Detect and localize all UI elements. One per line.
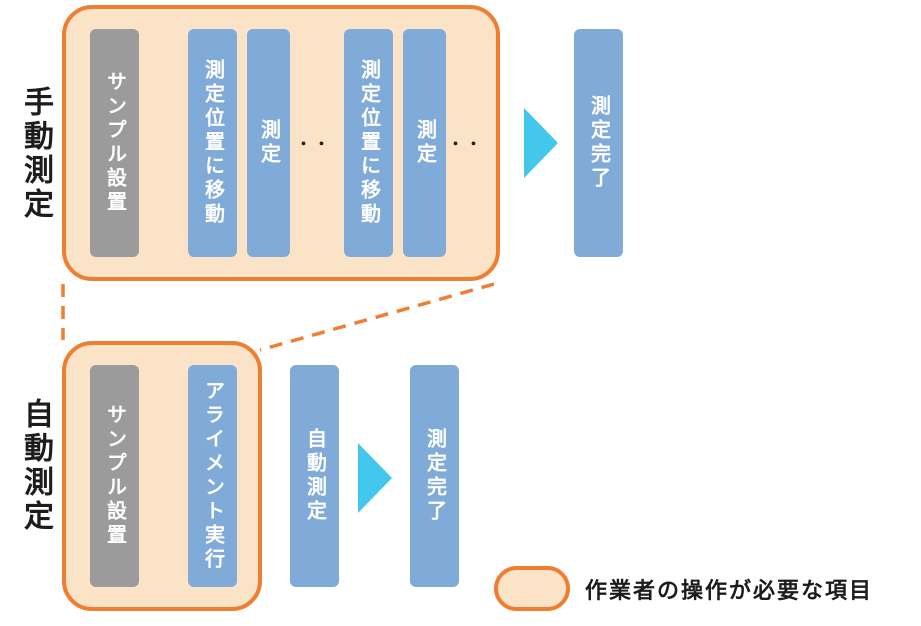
auto-step-alignment: アライメント実行 — [188, 365, 237, 587]
ellipsis-dots-2: ・・ — [448, 135, 485, 153]
auto-step-alignment-label: アライメント実行 — [201, 380, 224, 572]
manual-step-measure-2-label: 測定 — [413, 119, 436, 167]
dashed-connector-right — [259, 282, 495, 352]
manual-step-move-2-label: 測定位置に移動 — [357, 59, 380, 227]
flow-arrow-manual-icon — [524, 108, 558, 178]
manual-measurement-row-label: 手動測定 — [19, 86, 52, 222]
manual-step-measure-2: 測定 — [403, 29, 446, 257]
auto-step-sample-setup-label: サンプル設置 — [103, 404, 126, 548]
manual-step-measure-1: 測定 — [247, 29, 290, 257]
manual-step-measure-1-label: 測定 — [257, 119, 280, 167]
legend-operator-label: 作業者の操作が必要な項目 — [585, 577, 874, 603]
manual-step-move-1-label: 測定位置に移動 — [201, 59, 224, 227]
manual-step-sample-setup-label: サンプル設置 — [103, 71, 126, 215]
manual-step-move-1: 測定位置に移動 — [188, 29, 237, 257]
ellipsis-dots-1: ・・ — [296, 135, 333, 153]
manual-step-complete-label: 測定完了 — [587, 95, 610, 191]
manual-step-move-2: 測定位置に移動 — [344, 29, 393, 257]
manual-step-complete: 測定完了 — [574, 29, 623, 257]
manual-step-sample-setup: サンプル設置 — [90, 29, 139, 257]
auto-step-auto-measure: 自動測定 — [290, 365, 339, 587]
auto-step-complete-label: 測定完了 — [423, 428, 446, 524]
auto-step-sample-setup: サンプル設置 — [90, 365, 139, 587]
flow-arrow-auto-icon — [358, 443, 392, 513]
auto-step-complete: 測定完了 — [410, 365, 459, 587]
auto-step-auto-measure-label: 自動測定 — [303, 428, 326, 524]
legend-operator-pill — [494, 566, 570, 611]
auto-measurement-row-label: 自動測定 — [19, 398, 52, 534]
